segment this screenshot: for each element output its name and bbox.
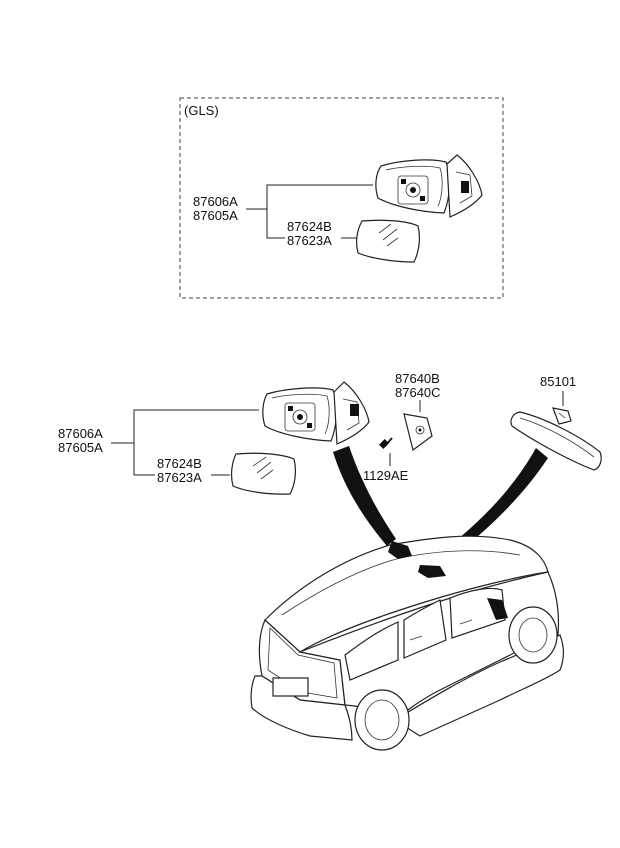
inset-mirror-leader: [246, 184, 373, 210]
mirror-callout-2: 87605A: [58, 440, 103, 455]
inset-mirror-callout-1: 87606A: [193, 194, 238, 209]
inside-rear-view-mirror: [510, 407, 602, 471]
inset-outside-mirror: [375, 154, 483, 218]
screw: [379, 437, 393, 449]
mirror-callout-1: 87606A: [58, 426, 103, 441]
glass-callout-1: 87624B: [157, 456, 202, 471]
main-assembly: 87606A 87605A 87624B 87623A 87640B 87640…: [58, 371, 602, 751]
outside-mirror-pointer: [333, 446, 396, 546]
inset-glass-callout-1: 87624B: [287, 219, 332, 234]
inset-glass-leader-top: [266, 209, 285, 239]
inset-mirror-glass: [356, 219, 420, 263]
glass-callout-2: 87623A: [157, 470, 202, 485]
inset-dashed-border: [179, 97, 504, 299]
suv-vehicle: [250, 535, 564, 751]
gls-inset: (GLS) 87606A 87605A 87624B 87623A: [179, 97, 504, 299]
glass-leader-top: [133, 443, 155, 476]
screw-callout: 1129AE: [363, 468, 409, 483]
outside-mirror: [262, 381, 370, 445]
mirror-leader: [111, 409, 259, 444]
cover-callout-1: 87640B: [395, 371, 440, 386]
cover-callout-2: 87640C: [395, 385, 441, 400]
inset-label: (GLS): [184, 103, 219, 118]
inside-mirror-callout: 85101: [540, 374, 576, 389]
mirror-glass: [230, 452, 296, 495]
inset-glass-callout-2: 87623A: [287, 233, 332, 248]
delta-cover: [403, 413, 433, 452]
inset-mirror-callout-2: 87605A: [193, 208, 238, 223]
